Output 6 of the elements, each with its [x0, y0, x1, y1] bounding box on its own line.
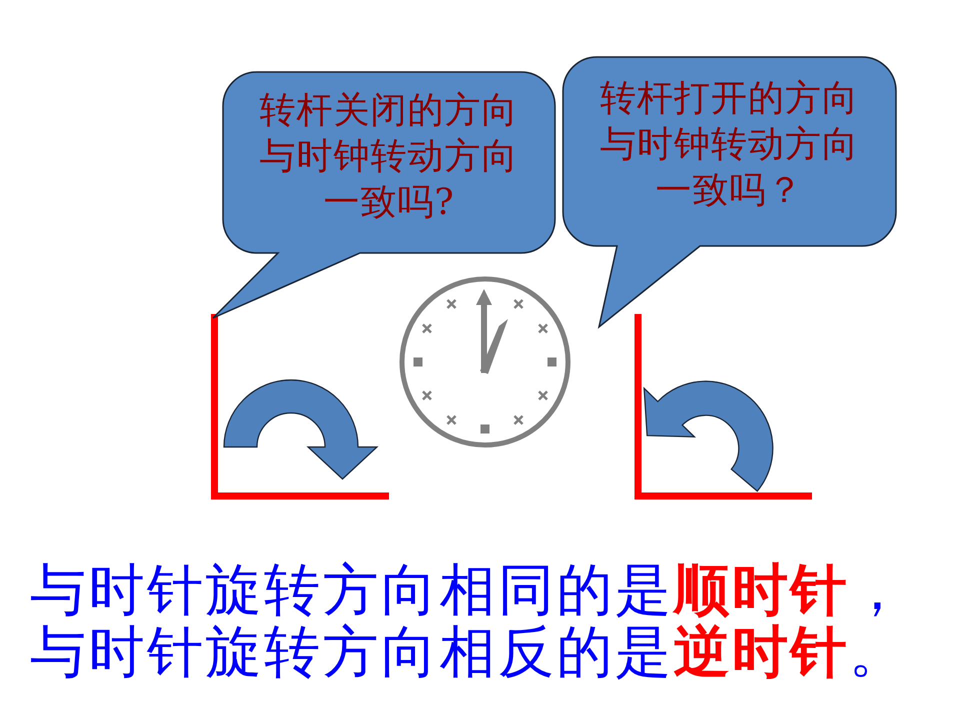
- speech-bubble: [212, 71, 557, 321]
- conclusion-text: 与时针旋转方向相同的是顺时针，: [30, 559, 908, 622]
- speech-bubble: [562, 56, 898, 329]
- bubble-text: 转杆关闭的方向与时钟转动方向一致吗?: [258, 89, 520, 225]
- bubble-text: 转杆打开的方向与时钟转动方向一致吗？: [599, 77, 860, 213]
- conclusion-text: 与时针旋转方向相反的是逆时针。: [30, 621, 908, 684]
